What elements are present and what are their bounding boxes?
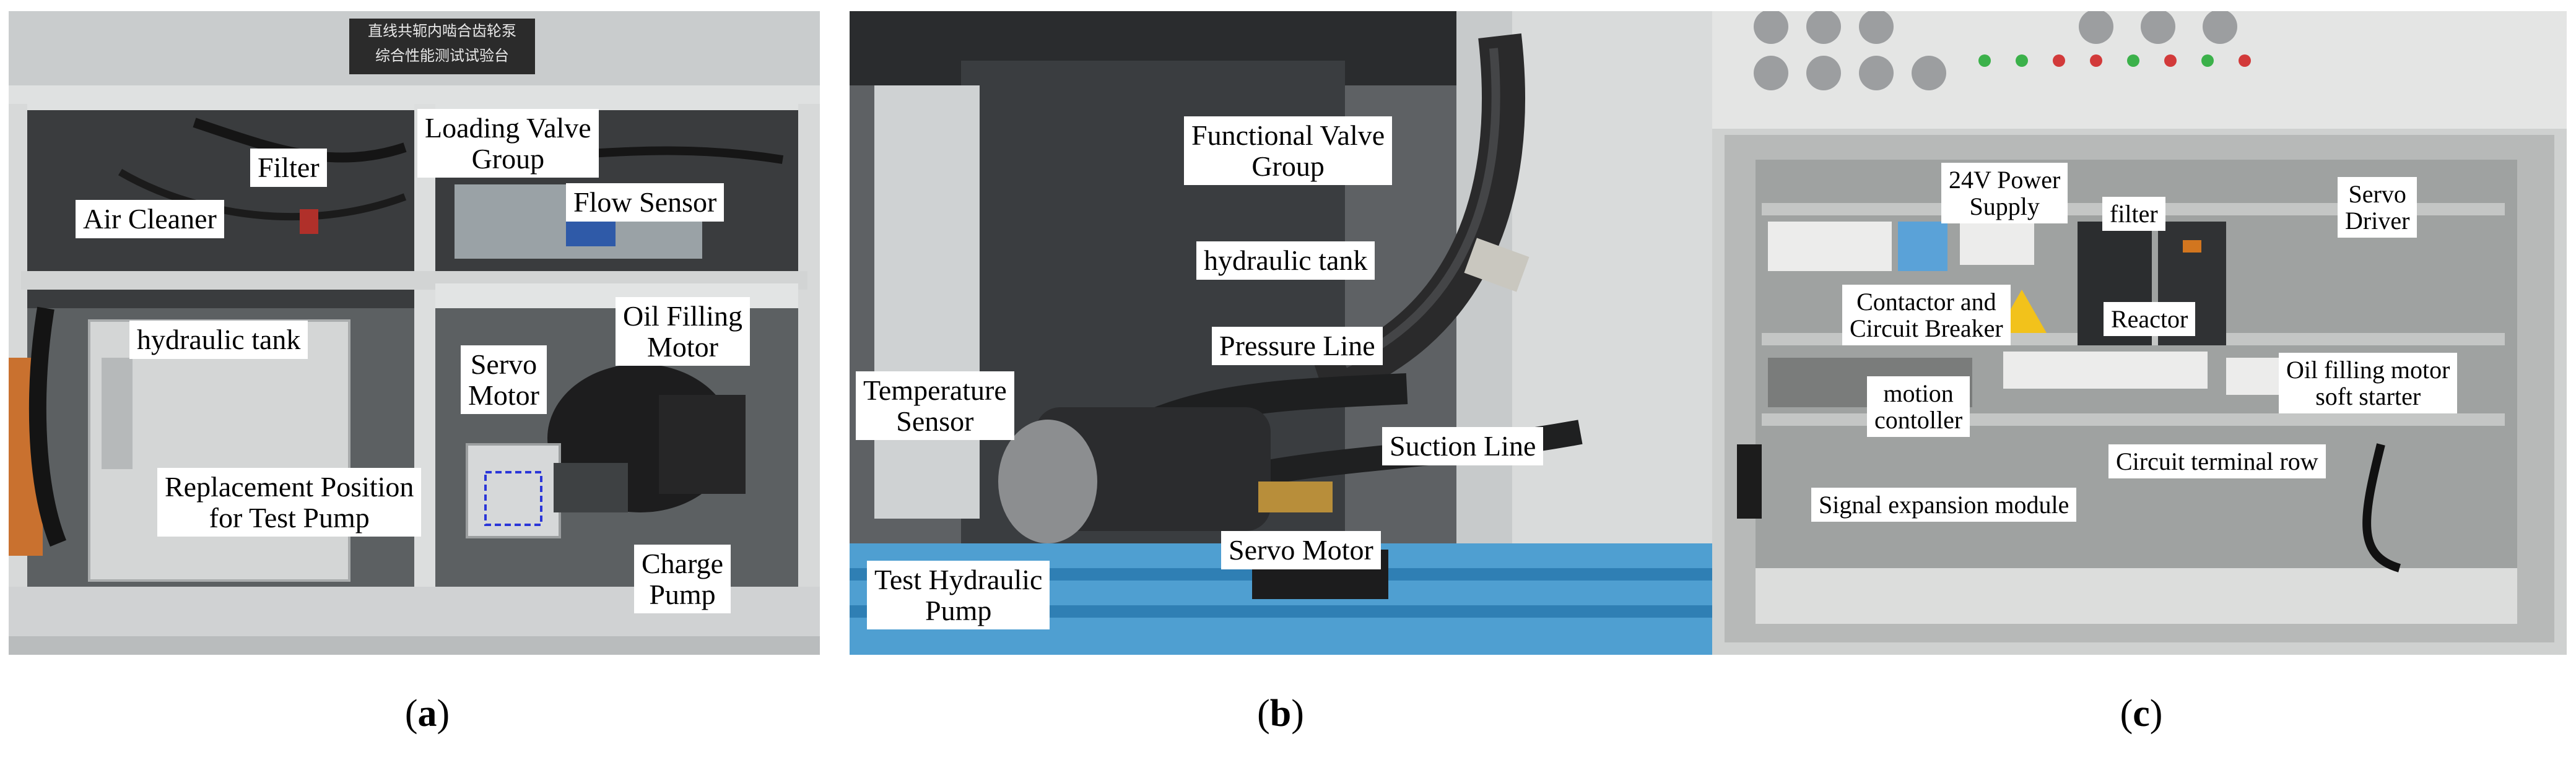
photo-panel-a: 直线共轭内啮合齿轮泵 综合性能测试试验台 Filter Loading Valv…: [9, 11, 820, 655]
label-suction-line: Suction Line: [1382, 427, 1544, 465]
caption-c: (c): [2120, 693, 2163, 735]
label-signal-expansion-module: Signal expansion module: [1811, 488, 2077, 522]
label-flow-sensor: Flow Sensor: [566, 183, 724, 222]
test-pump-marker: [484, 471, 542, 526]
label-circuit-terminal-row: Circuit terminal row: [2108, 444, 2326, 479]
label-filter-c: filter: [2102, 197, 2165, 231]
label-hydraulic-tank-b: hydraulic tank: [1196, 241, 1375, 280]
bench-sign: 直线共轭内啮合齿轮泵 综合性能测试试验台: [349, 19, 535, 74]
caption-b: (b): [1257, 693, 1304, 735]
sign-line-1: 直线共轭内啮合齿轮泵: [368, 22, 516, 40]
label-filter: Filter: [250, 149, 327, 187]
label-hydraulic-tank: hydraulic tank: [129, 321, 308, 359]
label-air-cleaner: Air Cleaner: [76, 200, 224, 238]
label-reactor: Reactor: [2104, 302, 2196, 337]
caption-a: (a): [404, 693, 450, 735]
sign-line-2: 综合性能测试试验台: [375, 47, 509, 64]
label-servo-motor-b: Servo Motor: [1221, 531, 1381, 569]
label-pressure-line: Pressure Line: [1212, 327, 1383, 365]
